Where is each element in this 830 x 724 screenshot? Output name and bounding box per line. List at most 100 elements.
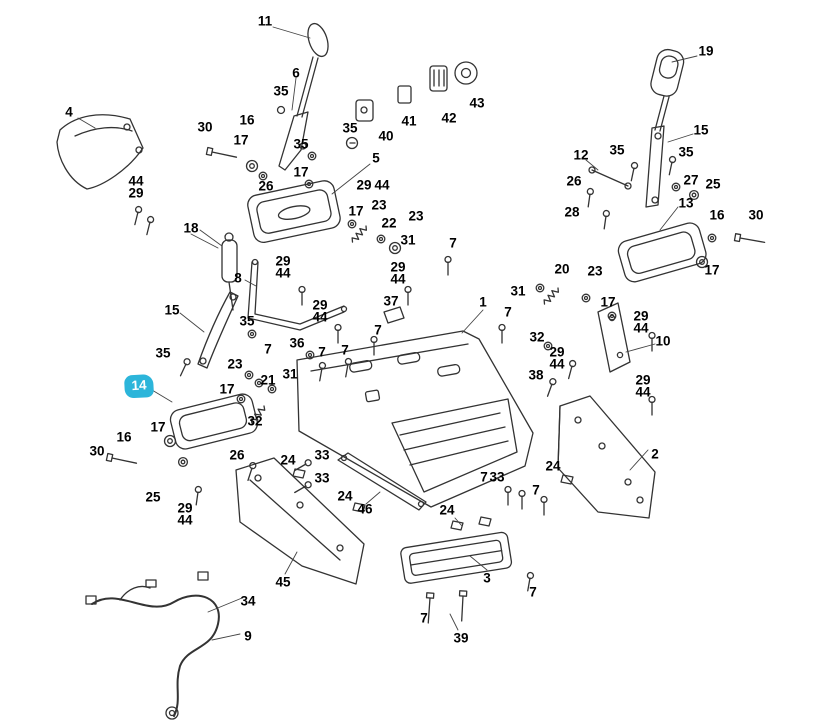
part-label-23[interactable]: 23: [227, 356, 243, 372]
part-label-5[interactable]: 5: [372, 150, 380, 166]
part-label-16[interactable]: 16: [709, 207, 725, 223]
part-label-41[interactable]: 41: [401, 113, 417, 129]
part-label-44[interactable]: 44: [128, 173, 144, 189]
part-label-30[interactable]: 30: [197, 119, 213, 135]
part-label-19[interactable]: 19: [698, 43, 714, 59]
part-label-44[interactable]: 44: [312, 309, 328, 325]
part-label-32[interactable]: 32: [529, 329, 545, 345]
part-label-7[interactable]: 7: [341, 342, 349, 358]
part-label-43[interactable]: 43: [469, 95, 485, 111]
part-label-23[interactable]: 23: [408, 208, 424, 224]
part-label-44[interactable]: 44: [633, 320, 649, 336]
part-label-33[interactable]: 33: [314, 470, 330, 486]
part-label-29[interactable]: 29: [390, 259, 406, 275]
part-label-38[interactable]: 38: [528, 367, 544, 383]
part-label-17[interactable]: 17: [348, 203, 364, 219]
part-label-27[interactable]: 27: [683, 172, 699, 188]
part-label-7[interactable]: 7: [529, 584, 537, 600]
part-label-30[interactable]: 30: [748, 207, 764, 223]
part-label-29[interactable]: 29: [312, 297, 328, 313]
part-label-20[interactable]: 20: [554, 261, 570, 277]
part-label-9[interactable]: 9: [244, 628, 252, 644]
part-label-44[interactable]: 44: [275, 265, 291, 281]
part-label-46[interactable]: 46: [357, 501, 373, 517]
part-label-29[interactable]: 29: [549, 344, 565, 360]
part-label-44[interactable]: 44: [635, 384, 651, 400]
part-label-42[interactable]: 42: [441, 110, 457, 126]
part-label-31[interactable]: 31: [282, 366, 298, 382]
part-label-14-highlighted[interactable]: 14: [123, 374, 155, 398]
part-label-29[interactable]: 29: [275, 253, 291, 269]
part-label-7[interactable]: 7: [480, 469, 488, 485]
part-label-45[interactable]: 45: [275, 574, 291, 590]
part-label-17[interactable]: 17: [150, 419, 166, 435]
part-label-17[interactable]: 17: [704, 262, 720, 278]
part-label-7[interactable]: 7: [449, 235, 457, 251]
part-label-31[interactable]: 31: [400, 232, 416, 248]
part-label-3[interactable]: 3: [483, 570, 491, 586]
part-label-7[interactable]: 7: [532, 482, 540, 498]
part-label-37[interactable]: 37: [383, 293, 399, 309]
part-label-12[interactable]: 12: [573, 147, 589, 163]
part-label-7[interactable]: 7: [264, 341, 272, 357]
part-label-29[interactable]: 29: [177, 500, 193, 516]
part-label-26[interactable]: 26: [566, 173, 582, 189]
part-label-6[interactable]: 6: [292, 65, 300, 81]
part-label-7[interactable]: 7: [318, 344, 326, 360]
part-label-17[interactable]: 17: [600, 294, 616, 310]
part-label-17[interactable]: 17: [233, 132, 249, 148]
part-label-44[interactable]: 44: [390, 271, 406, 287]
part-label-35[interactable]: 35: [155, 345, 171, 361]
part-label-18[interactable]: 18: [183, 220, 199, 236]
part-label-34[interactable]: 34: [240, 593, 256, 609]
part-label-24[interactable]: 24: [545, 458, 561, 474]
part-label-7[interactable]: 7: [374, 322, 382, 338]
part-label-23[interactable]: 23: [587, 263, 603, 279]
part-label-25[interactable]: 25: [705, 176, 721, 192]
part-label-44[interactable]: 44: [549, 356, 565, 372]
part-label-7[interactable]: 7: [420, 610, 428, 626]
part-label-22[interactable]: 22: [381, 215, 397, 231]
part-label-33[interactable]: 33: [314, 447, 330, 463]
part-label-35[interactable]: 35: [678, 144, 694, 160]
part-label-29[interactable]: 29: [128, 185, 144, 201]
part-label-7[interactable]: 7: [504, 304, 512, 320]
part-label-35[interactable]: 35: [273, 83, 289, 99]
part-label-30[interactable]: 30: [89, 443, 105, 459]
part-label-17[interactable]: 17: [293, 164, 309, 180]
part-label-15[interactable]: 15: [164, 302, 180, 318]
part-label-40[interactable]: 40: [378, 128, 394, 144]
part-label-29[interactable]: 29: [633, 308, 649, 324]
part-label-1[interactable]: 1: [479, 294, 487, 310]
part-label-26[interactable]: 26: [258, 178, 274, 194]
part-label-10[interactable]: 10: [655, 333, 671, 349]
part-label-36[interactable]: 36: [289, 335, 305, 351]
part-label-35[interactable]: 35: [293, 136, 309, 152]
part-label-25[interactable]: 25: [145, 489, 161, 505]
part-label-44[interactable]: 44: [374, 177, 390, 193]
part-label-35[interactable]: 35: [239, 313, 255, 329]
part-label-17[interactable]: 17: [219, 381, 235, 397]
part-label-15[interactable]: 15: [693, 122, 709, 138]
part-label-8[interactable]: 8: [234, 270, 242, 286]
part-label-16[interactable]: 16: [116, 429, 132, 445]
part-label-32[interactable]: 32: [247, 413, 263, 429]
part-label-13[interactable]: 13: [678, 195, 694, 211]
part-label-11[interactable]: 11: [257, 13, 273, 29]
part-label-39[interactable]: 39: [453, 630, 469, 646]
part-label-35[interactable]: 35: [609, 142, 625, 158]
part-label-29[interactable]: 29: [356, 177, 372, 193]
part-label-23[interactable]: 23: [371, 197, 387, 213]
part-label-16[interactable]: 16: [239, 112, 255, 128]
part-label-24[interactable]: 24: [439, 502, 455, 518]
part-label-35[interactable]: 35: [342, 120, 358, 136]
part-label-24[interactable]: 24: [280, 452, 296, 468]
part-label-2[interactable]: 2: [651, 446, 659, 462]
part-label-44[interactable]: 44: [177, 512, 193, 528]
part-label-29[interactable]: 29: [635, 372, 651, 388]
part-label-31[interactable]: 31: [510, 283, 526, 299]
part-label-28[interactable]: 28: [564, 204, 580, 220]
part-label-24[interactable]: 24: [337, 488, 353, 504]
part-label-21[interactable]: 21: [260, 372, 276, 388]
part-label-26[interactable]: 26: [229, 447, 245, 463]
